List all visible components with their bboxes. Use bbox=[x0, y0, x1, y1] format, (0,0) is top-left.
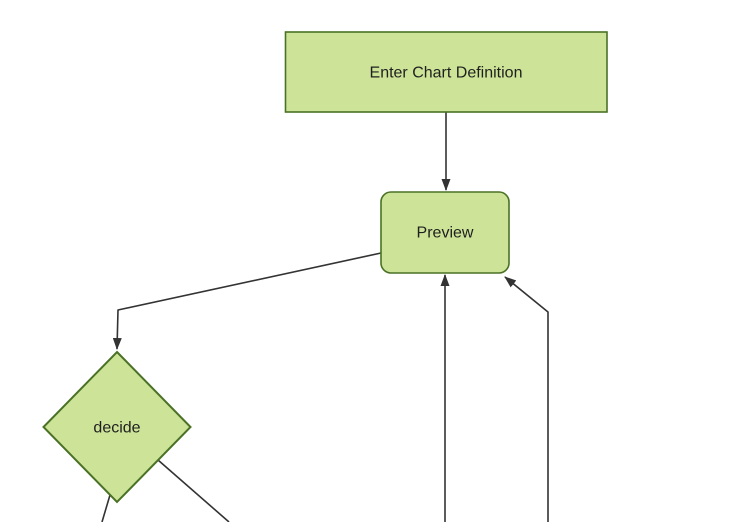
edge-from-below-right-to-preview bbox=[504, 276, 549, 522]
diamond-node-shape bbox=[42, 350, 192, 504]
node-decide: decide bbox=[42, 350, 192, 504]
node-label-decide: decide bbox=[93, 420, 140, 437]
rounded-rectangle-node-shape bbox=[380, 191, 510, 274]
rectangle-node-shape bbox=[284, 31, 608, 113]
edge-decide-to-offscreen-left bbox=[101, 494, 111, 522]
node-preview: Preview bbox=[380, 191, 510, 274]
edge-preview-to-decide bbox=[112, 252, 382, 350]
node-enter-chart-definition: Enter Chart Definition bbox=[284, 31, 608, 113]
node-label-preview: Preview bbox=[417, 225, 474, 242]
edge-decide-to-offscreen-right bbox=[157, 459, 230, 522]
node-label-enter-chart-definition: Enter Chart Definition bbox=[370, 65, 523, 82]
